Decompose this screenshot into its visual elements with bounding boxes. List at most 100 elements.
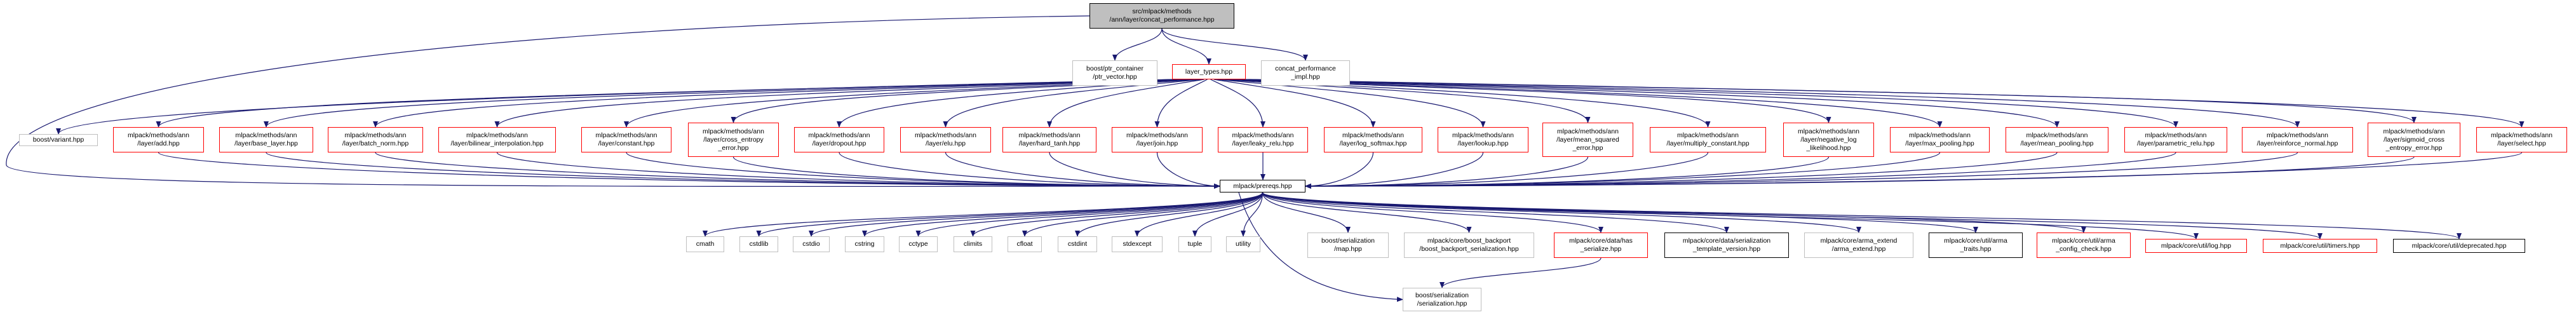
edge-prereqs-to-cstdint: [1075, 192, 1264, 237]
node-layer-hard-tanh[interactable]: mlpack/methods/ann /layer/hard_tanh.hpp: [1002, 127, 1096, 152]
edge-layer_types-to-base_layer: [264, 79, 1181, 128]
node-layer-select[interactable]: mlpack/methods/ann /layer/select.hpp: [2476, 127, 2567, 152]
edge-dropout-to-prereqs: [839, 152, 1220, 189]
edge-root-to-prereqs: [6, 15, 1220, 189]
edge-prereqs-to-cmath: [703, 192, 1264, 237]
edge-layer_types-to-batch_norm: [373, 79, 1184, 128]
node-ptr-vector: boost/ptr_container /ptr_vector.hpp: [1072, 60, 1157, 86]
node-cmath: cmath: [686, 236, 724, 252]
node-layer-reinforce-normal[interactable]: mlpack/methods/ann /layer/reinforce_norm…: [2242, 127, 2353, 152]
node-stdexcept: stdexcept: [1112, 236, 1163, 252]
edge-root-to-ptr_vector: [1112, 28, 1163, 61]
node-has-serialize[interactable]: mlpack/core/data/has _serialize.hpp: [1554, 233, 1648, 258]
edge-prereqs-to-boost_backport: [1262, 192, 1472, 233]
edge-layer_types-to-max_pooling: [1231, 79, 1943, 128]
edge-layer_types-to-leaky_relu: [1210, 79, 1265, 128]
edge-elu-to-prereqs: [945, 152, 1220, 189]
edge-layer_types-to-join: [1154, 79, 1208, 128]
edge-prereqs-to-utility: [1241, 192, 1264, 237]
edge-root-to-layer_types: [1161, 28, 1211, 65]
edge-mean_pooling-to-prereqs: [1305, 152, 2058, 189]
edge-has_serialize-to-serialization: [1440, 257, 1602, 288]
node-tuple: tuple: [1178, 236, 1211, 252]
edge-root-to-concat_impl: [1161, 28, 1308, 61]
node-layer-bilinear-interpolation[interactable]: mlpack/methods/ann /layer/bilinear_inter…: [438, 127, 556, 152]
edge-max_pooling-to-prereqs: [1305, 152, 1941, 189]
node-boost-backport-serialization: mlpack/core/boost_backport /boost_backpo…: [1404, 233, 1534, 258]
edge-prereqs-to-cstdio: [809, 192, 1264, 237]
node-arma-config-check[interactable]: mlpack/core/util/arma _config_check.hpp: [2037, 233, 2131, 258]
node-boost-serialization-map: boost/serialization /map.hpp: [1307, 233, 1389, 258]
node-util-log[interactable]: mlpack/core/util/log.hpp: [2145, 239, 2247, 253]
node-layer-elu[interactable]: mlpack/methods/ann /layer/elu.hpp: [900, 127, 991, 152]
node-layer-add[interactable]: mlpack/methods/ann /layer/add.hpp: [113, 127, 204, 152]
node-serialization-template-version[interactable]: mlpack/core/data/serialization _template…: [1664, 233, 1789, 258]
edge-prereqs-to-serialization: [1238, 192, 1403, 302]
edge-prereqs-to-cfloat: [1022, 192, 1264, 237]
node-layer-join[interactable]: mlpack/methods/ann /layer/join.hpp: [1112, 127, 1203, 152]
node-layer-mean-squared-error[interactable]: mlpack/methods/ann /layer/mean_squared _…: [1542, 123, 1633, 157]
edge-bilinear-to-prereqs: [496, 152, 1220, 189]
edge-layer_types-to-hard_tanh: [1047, 79, 1204, 128]
edge-multiply_constant-to-prereqs: [1305, 152, 1709, 189]
node-layer-sigmoid-cross-entropy-error[interactable]: mlpack/methods/ann /layer/sigmoid_cross …: [2368, 123, 2460, 157]
edge-reinforce_normal-to-prereqs: [1305, 152, 2298, 189]
node-util-deprecated[interactable]: mlpack/core/util/deprecated.hpp: [2393, 239, 2525, 253]
edge-batch_norm-to-prereqs: [375, 152, 1220, 189]
node-layer-cross-entropy-error[interactable]: mlpack/methods/ann /layer/cross_entropy …: [688, 123, 779, 157]
node-climits: climits: [954, 236, 992, 252]
node-layer-batch-norm[interactable]: mlpack/methods/ann /layer/batch_norm.hpp: [328, 127, 423, 152]
node-arma-extend: mlpack/core/arma_extend /arma_extend.hpp: [1804, 233, 1913, 258]
node-cctype: cctype: [899, 236, 938, 252]
edge-prereqs-to-cctype: [915, 192, 1264, 237]
node-layer-lookup[interactable]: mlpack/methods/ann /layer/lookup.hpp: [1438, 127, 1528, 152]
edge-join-to-prereqs: [1156, 152, 1220, 189]
node-layer-multiply-constant[interactable]: mlpack/methods/ann /layer/multiply_const…: [1650, 127, 1766, 152]
node-layer-max-pooling[interactable]: mlpack/methods/ann /layer/max_pooling.hp…: [1890, 127, 1990, 152]
node-boost-variant: boost/variant.hpp: [19, 134, 98, 146]
edge-prereqs-to-cstring: [862, 192, 1264, 237]
node-layer-mean-pooling[interactable]: mlpack/methods/ann /layer/mean_pooling.h…: [2006, 127, 2108, 152]
edge-base_layer-to-prereqs: [266, 152, 1220, 189]
node-utility: utility: [1226, 236, 1260, 252]
node-layer-types[interactable]: layer_types.hpp: [1172, 64, 1246, 79]
edge-layer_types-to-reinforce_normal: [1241, 79, 2300, 128]
edge-layer_types-to-mean_pooling: [1234, 79, 2060, 128]
edge-hard_tanh-to-prereqs: [1049, 152, 1220, 189]
node-boost-serialization: boost/serialization /serialization.hpp: [1403, 288, 1481, 311]
edge-layer_types-to-parametric_relu: [1237, 79, 2178, 128]
edge-lookup-to-prereqs: [1305, 152, 1484, 189]
edge-mse-to-prereqs: [1305, 156, 1589, 189]
node-cstdint: cstdint: [1058, 236, 1097, 252]
edge-layer_types-to-nll: [1227, 79, 1831, 123]
edge-select-to-prereqs: [1305, 152, 2523, 189]
node-arma-traits[interactable]: mlpack/core/util/arma _traits.hpp: [1929, 233, 2023, 258]
edge-add-to-prereqs: [158, 152, 1220, 189]
node-layer-dropout[interactable]: mlpack/methods/ann /layer/dropout.hpp: [794, 127, 884, 152]
node-layer-log-softmax[interactable]: mlpack/methods/ann /layer/log_softmax.hp…: [1324, 127, 1422, 152]
edge-prereqs-to-cstdlib: [756, 192, 1264, 237]
node-cstdlib: cstdlib: [739, 236, 778, 252]
node-cstdio: cstdio: [793, 236, 830, 252]
edge-layer_types-to-bilinear: [494, 79, 1188, 128]
node-layer-leaky-relu[interactable]: mlpack/methods/ann /layer/leaky_relu.hpp: [1218, 127, 1308, 152]
node-layer-parametric-relu[interactable]: mlpack/methods/ann /layer/parametric_rel…: [2124, 127, 2227, 152]
edge-prereqs-to-has_serialize: [1262, 192, 1603, 233]
node-util-timers[interactable]: mlpack/core/util/timers.hpp: [2263, 239, 2377, 253]
node-layer-constant[interactable]: mlpack/methods/ann /layer/constant.hpp: [581, 127, 671, 152]
edge-layer_types-to-constant: [624, 79, 1192, 128]
node-concat-performance-root: src/mlpack/methods /ann/layer/concat_per…: [1089, 3, 1234, 29]
edge-prereqs-to-tuple: [1192, 192, 1264, 237]
node-cfloat: cfloat: [1008, 236, 1042, 252]
node-layer-base-layer[interactable]: mlpack/methods/ann /layer/base_layer.hpp: [219, 127, 313, 152]
node-concat-performance-impl: concat_performance _impl.hpp: [1261, 60, 1350, 86]
edge-prereqs-to-ser_template: [1262, 192, 1729, 233]
edge-prereqs-to-stdexcept: [1135, 192, 1264, 237]
node-prereqs[interactable]: mlpack/prereqs.hpp: [1220, 180, 1305, 192]
edge-prereqs-to-timers: [1262, 192, 2323, 239]
edge-layer_types-to-log_softmax: [1213, 79, 1376, 128]
edge-log_softmax-to-prereqs: [1305, 152, 1374, 189]
node-layer-negative-log-likelihood[interactable]: mlpack/methods/ann /layer/negative_log _…: [1783, 123, 1874, 157]
edge-layer_types-to-add: [156, 79, 1178, 128]
